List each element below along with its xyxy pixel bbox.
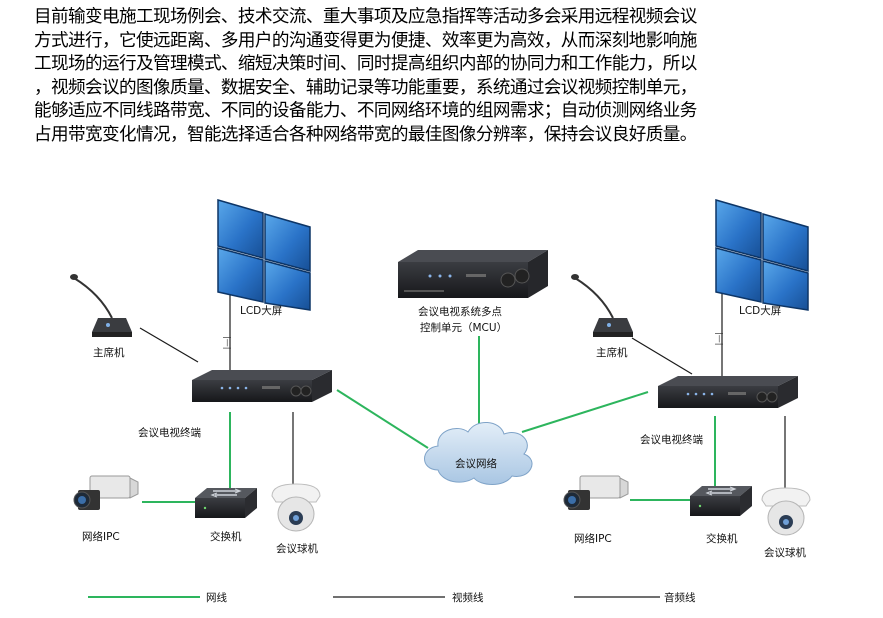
- network-line: [521, 391, 649, 433]
- mcu-label-line2: 控制单元（MCU）: [420, 321, 507, 334]
- audio-line: [631, 337, 693, 375]
- ipc-camera-right: [563, 475, 629, 511]
- chair-label-left: 主席机: [93, 346, 125, 359]
- switch-label-left: 交换机: [210, 530, 242, 543]
- terminal-label-left: 会议电视终端: [138, 426, 201, 439]
- dome-camera-right: [761, 487, 811, 536]
- lcd-label-right: LCD大屏: [739, 304, 781, 317]
- switch-right: [689, 485, 753, 517]
- network-line: [336, 389, 429, 449]
- terminal-label-right: 会议电视终端: [640, 433, 703, 446]
- dome-label-left: 会议球机: [276, 542, 318, 555]
- intro-line: 工现场的运行及管理模式、缩短决策时间、同时提高组织内部的协同力和工作能力，所以: [34, 54, 697, 74]
- intro-line: 占用带宽变化情况，智能选择适合各种网络带宽的最佳图像分辨率，保持会议良好质量。: [34, 124, 697, 145]
- switch-label-right: 交换机: [706, 532, 738, 545]
- ipc-camera-left: [73, 475, 139, 511]
- intro-line: 方式进行，它使远距离、多用户的沟通变得更为便捷、效率更为高效，从而深刻地影响施: [34, 30, 697, 51]
- legend: 网线 视频线 音频线: [88, 591, 696, 604]
- legend-network-line-label: 网线: [206, 591, 227, 604]
- switch-left: [194, 487, 258, 519]
- terminal-right: [657, 375, 799, 409]
- legend-video-line-label: 视频线: [452, 591, 484, 604]
- lcd-wall-right: [715, 199, 809, 311]
- network-cloud: [424, 422, 533, 485]
- terminal-left: [191, 369, 333, 403]
- chair-label-right: 主席机: [596, 346, 628, 359]
- intro-paragraph: 目前输变电施工现场例会、技术交流、重大事项及应急指挥等活动多会采用远程视频会议 …: [34, 6, 864, 147]
- intro-line: ，视频会议的图像质量、数据安全、辅助记录等功能重要，系统通过会议视频控制单元，: [34, 77, 697, 98]
- chair-mic-right: [570, 273, 634, 338]
- mcu-label-line1: 会议电视系统多点: [418, 305, 502, 318]
- video-connector-mark: |—|: [715, 332, 724, 345]
- network-cloud-label: 会议网络: [455, 457, 497, 470]
- legend-audio-line-label: 音频线: [664, 591, 696, 604]
- mcu-device: [398, 250, 548, 298]
- video-connector-mark: |—|: [223, 336, 232, 349]
- chair-mic-left: [69, 273, 133, 338]
- lcd-label-left: LCD大屏: [240, 304, 282, 317]
- ipc-label-left: 网络IPC: [82, 530, 120, 543]
- lcd-wall-left: [217, 199, 311, 311]
- intro-line: 目前输变电施工现场例会、技术交流、重大事项及应急指挥等活动多会采用远程视频会议: [34, 7, 697, 27]
- intro-line: 能够适应不同线路带宽、不同的设备能力、不同网络环境的组网需求；自动侦测网络业务: [34, 101, 697, 121]
- dome-label-right: 会议球机: [764, 546, 806, 559]
- ipc-label-right: 网络IPC: [574, 532, 612, 545]
- audio-line: [139, 327, 199, 363]
- dome-camera-left: [271, 483, 321, 532]
